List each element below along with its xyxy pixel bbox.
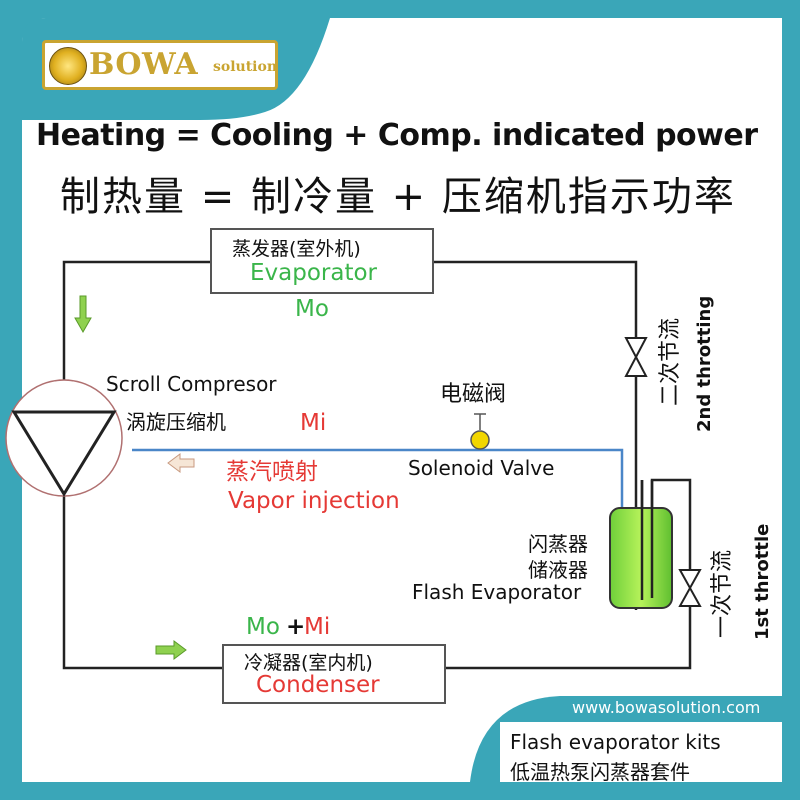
flow-sum-mi: Mi bbox=[304, 614, 331, 640]
pipe-vapor-injection bbox=[132, 448, 624, 520]
flash-en: Flash Evaporator bbox=[412, 580, 582, 604]
throttle-2-en: 2nd throtting bbox=[694, 295, 715, 432]
footer-cn: 低温热泵闪蒸器套件 bbox=[510, 760, 690, 784]
heading-cn: 制热量 = 制冷量 + 压缩机指示功率 bbox=[60, 174, 736, 220]
pipe-evap-right bbox=[434, 260, 638, 338]
flow-sum-mo: Mo bbox=[246, 614, 280, 640]
flash-cn-1: 闪蒸器 bbox=[528, 532, 588, 556]
flow-arrow-down-icon bbox=[74, 295, 92, 334]
injection-arrow-icon bbox=[167, 453, 195, 473]
evaporator-box bbox=[210, 228, 434, 294]
condenser-en: Condenser bbox=[256, 672, 380, 698]
compressor-cn: 涡旋压缩机 bbox=[126, 410, 226, 434]
throttle-1-valve bbox=[678, 569, 702, 607]
injection-en: Vapor injection bbox=[228, 488, 400, 514]
logo-emblem-icon bbox=[49, 47, 87, 85]
flow-mi-label: Mi bbox=[300, 410, 327, 436]
pipe-comp-down bbox=[62, 488, 222, 670]
logo-suffix: solution bbox=[213, 59, 278, 75]
solenoid-cn: 电磁阀 bbox=[440, 382, 507, 407]
condenser-cn: 冷凝器(室内机) bbox=[244, 652, 373, 674]
throttle-1-cn: 一次节流 bbox=[710, 549, 735, 638]
evaporator-en: Evaporator bbox=[250, 260, 378, 286]
flow-mo-label: Mo bbox=[295, 296, 329, 322]
pipe-evap-left bbox=[62, 260, 210, 388]
evaporator-cn: 蒸发器(室外机) bbox=[232, 238, 361, 260]
solenoid-en: Solenoid Valve bbox=[408, 456, 555, 480]
flash-cn-2: 储液器 bbox=[528, 558, 588, 582]
throttle-1-en: 1st throttle bbox=[752, 523, 773, 640]
throttle-2-cn: 二次节流 bbox=[658, 317, 683, 406]
condenser-box bbox=[222, 644, 446, 704]
brand-logo: BOWA solution bbox=[42, 40, 278, 90]
throttle-2-valve bbox=[624, 337, 648, 377]
pipe-cond-right bbox=[446, 606, 692, 670]
flow-sum-plus: + bbox=[286, 614, 306, 640]
logo-name: BOWA bbox=[89, 47, 199, 82]
solenoid-valve-symbol bbox=[470, 430, 490, 450]
compressor-en: Scroll Compresor bbox=[106, 372, 277, 396]
footer-en: Flash evaporator kits bbox=[510, 730, 721, 754]
footer-url: www.bowasolution.com bbox=[572, 698, 761, 717]
injection-cn: 蒸汽喷射 bbox=[226, 459, 318, 485]
flow-arrow-right-icon bbox=[155, 640, 187, 660]
compressor-symbol bbox=[5, 379, 123, 497]
heading-en: Heating = Cooling + Comp. indicated powe… bbox=[36, 118, 758, 153]
